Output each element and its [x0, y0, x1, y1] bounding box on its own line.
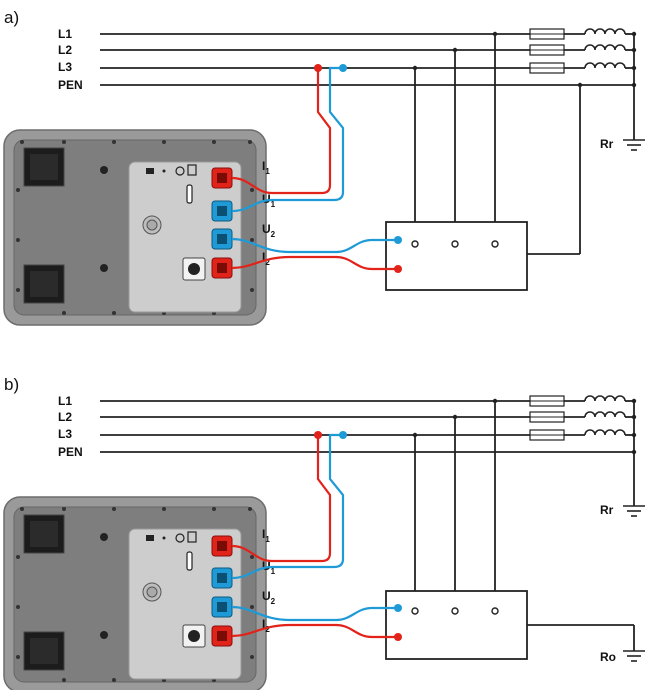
blue-tap-l3 — [339, 64, 347, 72]
line-label-l1: L1 — [58, 394, 72, 408]
junction-dots — [412, 31, 637, 88]
red-tap-l3 — [314, 64, 322, 72]
ground-symbol-rr — [622, 505, 646, 517]
line-label-pen: PEN — [58, 78, 83, 92]
ground-label-rr: Rr — [600, 503, 614, 517]
panel-a: a) L1 L2 L3 PEN — [3, 8, 646, 326]
fuses — [529, 28, 565, 74]
line-label-l1: L1 — [58, 27, 72, 41]
wire-u2 — [231, 605, 398, 622]
ground-symbol-ro — [622, 650, 646, 662]
line-label-l2: L2 — [58, 410, 72, 424]
wire-i2 — [231, 255, 398, 271]
meter-device — [3, 129, 267, 326]
panel-a-label: a) — [4, 8, 19, 27]
terminal-label-i1: I1 — [262, 159, 270, 176]
wire-u2 — [231, 237, 398, 254]
load-drops — [414, 34, 581, 255]
terminal-label-i2: I2 — [262, 617, 270, 634]
wire-i2 — [231, 623, 398, 639]
terminal-label-u1: U1 — [262, 192, 276, 209]
coils — [584, 28, 626, 69]
red-tap-l3 — [314, 431, 322, 439]
line-label-pen: PEN — [58, 445, 83, 459]
ground-label-rr: Rr — [600, 137, 614, 151]
line-label-l2: L2 — [58, 43, 72, 57]
panel-b-label: b) — [4, 375, 19, 394]
load-drops — [414, 401, 635, 651]
terminal-label-u2: U2 — [262, 589, 276, 606]
blue-tap-load — [394, 236, 402, 244]
wire-i1 — [231, 435, 332, 563]
ground-label-ro: Ro — [600, 650, 616, 664]
red-tap-load — [394, 265, 402, 273]
fuses — [529, 395, 565, 441]
wire-u1 — [231, 66, 345, 213]
panel-b: b) L1 L2 L3 PEN — [3, 375, 646, 690]
load-box — [385, 590, 528, 660]
terminal-label-u2: U2 — [262, 222, 276, 239]
wire-i1 — [231, 68, 332, 195]
blue-tap-l3 — [339, 431, 347, 439]
terminal-label-u1: U1 — [262, 559, 276, 576]
terminal-label-i2: I2 — [262, 250, 270, 267]
junction-dots — [412, 398, 637, 455]
coils — [584, 395, 626, 436]
meter-device — [3, 496, 267, 690]
blue-tap-load — [394, 604, 402, 612]
ground-symbol-rr — [622, 139, 646, 151]
red-tap-load — [394, 633, 402, 641]
terminal-label-i1: I1 — [262, 527, 270, 544]
line-label-l3: L3 — [58, 427, 72, 441]
wire-u1 — [231, 433, 345, 580]
line-label-l3: L3 — [58, 60, 72, 74]
load-box — [385, 221, 528, 291]
